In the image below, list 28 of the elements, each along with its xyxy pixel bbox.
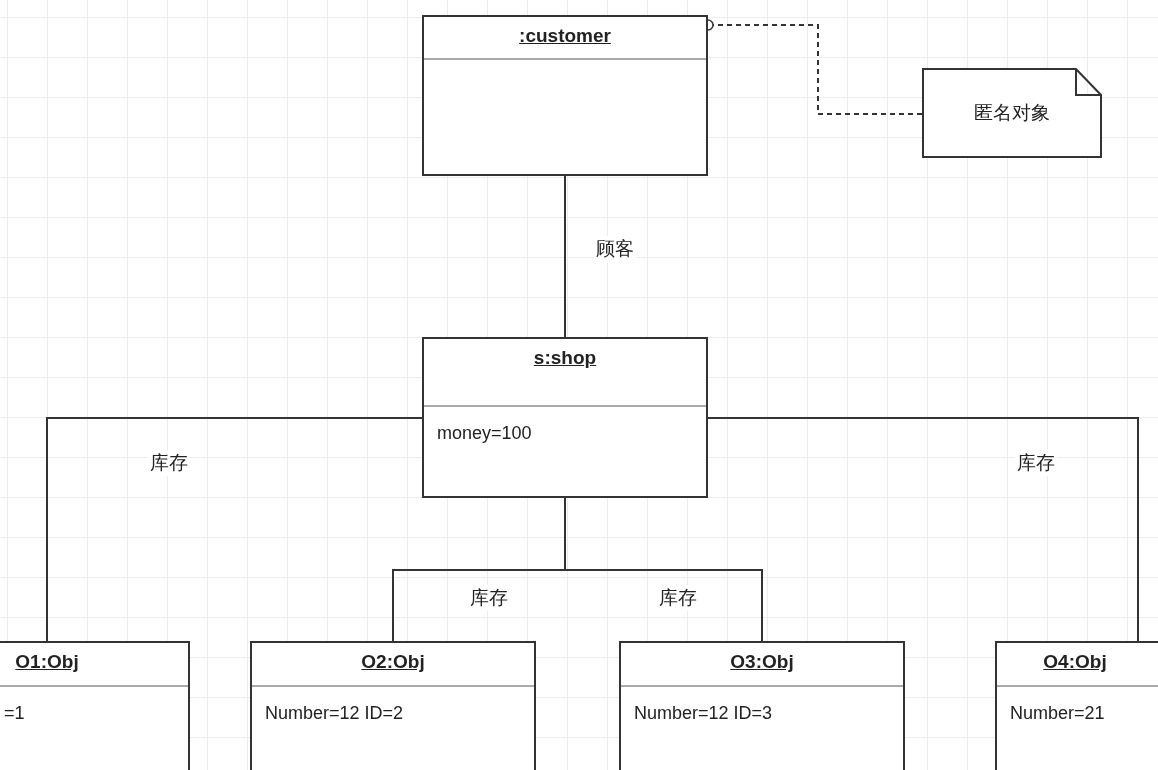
object-name: s:shop <box>533 347 597 369</box>
edge-label: 库存 <box>148 450 190 476</box>
connector-line <box>392 497 566 642</box>
connector-line <box>564 175 566 338</box>
attribute-text: money=100 <box>436 422 533 445</box>
object-box <box>619 641 905 770</box>
note-text: 匿名对象 <box>974 101 1050 125</box>
note-shape <box>922 68 1102 158</box>
edge-label: 顾客 <box>594 236 636 262</box>
connector-line <box>707 417 1139 642</box>
attribute-text: Number=12 ID=3 <box>633 702 774 725</box>
edge-label: 库存 <box>1015 450 1057 476</box>
object-name: :customer <box>519 25 611 47</box>
object-name: O2:Obj <box>361 651 425 673</box>
object-name: O4:Obj <box>1043 651 1107 673</box>
attribute-text: Number=12 ID=2 <box>264 702 405 725</box>
object-box <box>422 337 708 498</box>
connector-line <box>46 417 423 642</box>
attribute-text: =1 <box>3 702 26 725</box>
attribute-text: Number=21 <box>1009 702 1106 725</box>
object-box <box>422 15 708 176</box>
connector-line <box>564 569 763 642</box>
object-name: O3:Obj <box>730 651 794 673</box>
edge-label: 库存 <box>468 585 510 611</box>
edge-label: 库存 <box>657 585 699 611</box>
object-box <box>995 641 1158 770</box>
object-name: O1:Obj <box>15 651 79 673</box>
object-box <box>250 641 536 770</box>
